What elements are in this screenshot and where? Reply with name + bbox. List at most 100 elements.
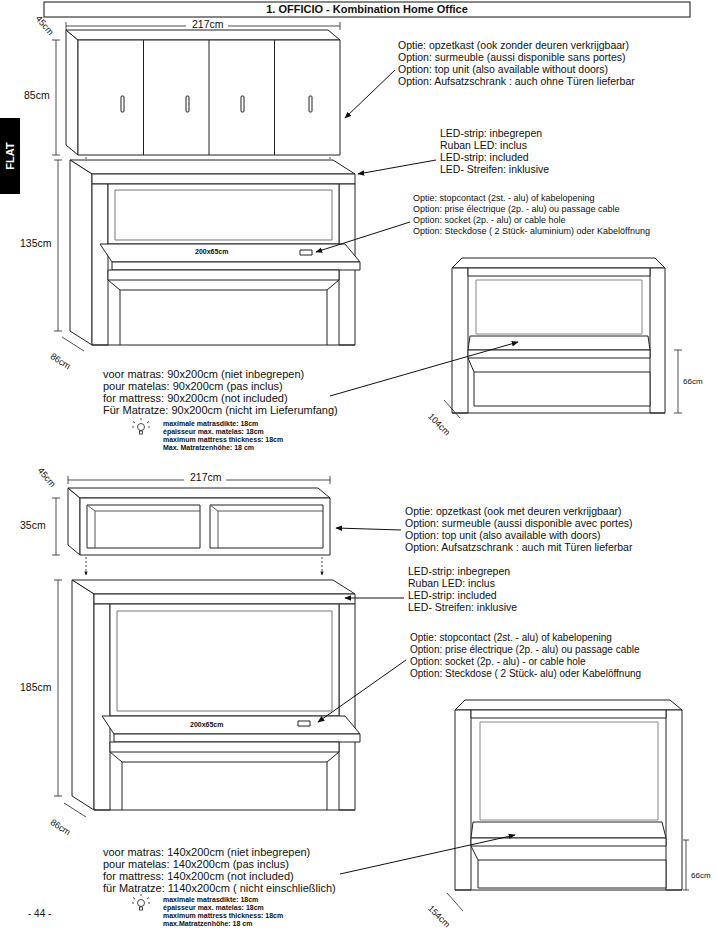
dimension-line xyxy=(330,476,331,484)
note-text: maximum mattress thickness: 18cm xyxy=(163,436,283,444)
dimension-line xyxy=(683,890,689,891)
lightbulb-icon xyxy=(132,894,150,910)
lightbulb-icon xyxy=(138,900,145,907)
top-unit-drawing xyxy=(209,40,210,155)
top-unit-drawing xyxy=(87,505,323,548)
bed-drawing xyxy=(468,358,474,372)
dimension-line xyxy=(52,155,60,156)
callout-text: pour matelas: 90x200cm (pas inclus) xyxy=(103,380,283,392)
desk-drawing xyxy=(298,721,310,726)
callout-text: Option: surmeuble (aussi disponible sans… xyxy=(398,52,626,64)
dimension-line xyxy=(54,160,62,161)
top-unit-drawing xyxy=(66,30,340,40)
top-unit-drawing xyxy=(80,498,330,555)
callout-text: Option: socket (2p. - alu) or cable hole xyxy=(413,216,566,226)
dimension-line xyxy=(674,350,682,351)
desk-drawing xyxy=(110,604,339,716)
bed-drawing xyxy=(452,413,665,414)
callout-text: LED- Streifen: inklusive xyxy=(440,164,549,176)
desk-drawing xyxy=(300,250,312,255)
desk-drawing xyxy=(114,734,360,742)
dimension-line xyxy=(54,580,62,581)
dimension-line xyxy=(447,840,689,911)
callout-text: LED-strip: included xyxy=(408,590,497,602)
bed-drawing xyxy=(455,700,682,710)
dimension-line xyxy=(62,337,84,351)
top-unit-drawing xyxy=(68,488,330,555)
dimension-line xyxy=(52,555,60,556)
desk-drawing xyxy=(108,280,339,345)
callout-text: Option: top unit (also available with do… xyxy=(405,530,601,542)
desk-drawing xyxy=(102,716,360,734)
note-text: épaisseur max. matelas: 18cm xyxy=(163,904,264,912)
dimension-line xyxy=(52,498,60,499)
lightbulb-icon xyxy=(132,903,134,904)
lightbulb-icon xyxy=(132,427,134,428)
dimension-line xyxy=(68,476,69,484)
bed-drawing xyxy=(471,822,666,838)
dimension-label: 86cm xyxy=(48,352,72,372)
callout-text: Option: prise électrique (2p. - alu) ou … xyxy=(413,205,620,215)
desk-drawing xyxy=(94,604,110,810)
callout-text: Option: surmeuble (aussi disponible avec… xyxy=(405,518,633,530)
callout-text: Optie: stopcontact (2st. - alu) of kabel… xyxy=(413,194,595,204)
lightbulb-icon xyxy=(148,903,150,904)
desk-drawing xyxy=(108,270,339,280)
dimension-label: 185cm xyxy=(20,682,52,694)
callout-text: voor matras: 90x200cm (niet inbegrepen) xyxy=(103,368,304,380)
desk-drawing xyxy=(72,580,94,810)
bed-drawing xyxy=(468,336,650,350)
dimension-line xyxy=(64,803,86,817)
desk-drawing xyxy=(115,190,332,240)
note-text: épaisseur max. matelas: 18cm xyxy=(163,428,264,436)
lightbulb-icon xyxy=(133,422,135,424)
dimension-line xyxy=(228,26,340,27)
dimension-line xyxy=(52,40,60,41)
dimension-line xyxy=(68,480,184,481)
leader-arrow xyxy=(318,528,515,874)
desk-drawing xyxy=(117,611,332,711)
leader-arrow xyxy=(330,342,518,396)
desk-drawing xyxy=(92,174,355,184)
bed-drawing xyxy=(471,838,666,846)
lightbulb-icon xyxy=(138,424,145,431)
callout-text: LED-strip: inbegrepen xyxy=(408,566,510,578)
callout-text: LED-strip: included xyxy=(440,152,529,164)
desk-drawing xyxy=(94,594,355,604)
bed-drawing xyxy=(452,258,665,413)
bed-drawing xyxy=(471,710,666,718)
dimension-line xyxy=(54,331,62,332)
dimension-line xyxy=(444,350,682,418)
page-title: 1. OFFICIO - Kombination Home Office xyxy=(44,2,690,17)
tab-label: FLAT xyxy=(4,142,16,169)
dimension-label: 217cm xyxy=(190,472,222,484)
desk-drawing xyxy=(108,184,339,244)
desk-drawing xyxy=(112,262,360,270)
bed-drawing xyxy=(480,722,658,820)
desk-drawing xyxy=(70,160,355,174)
callout-text: Optie: opzetkast (ook zonder deuren verk… xyxy=(398,40,629,52)
callout-text: for mattress: 140x200cm (not included) xyxy=(103,870,294,882)
top-unit-drawing xyxy=(186,96,189,112)
dimension-line xyxy=(56,498,57,555)
desk-drawing xyxy=(339,604,355,810)
top-unit-drawing xyxy=(274,40,275,155)
bed-drawing xyxy=(476,280,642,334)
bed-drawing xyxy=(452,268,468,413)
callout-text: Optie: stopcontact (2st. - alu) of kabel… xyxy=(410,632,612,643)
page-number: - 44 - xyxy=(28,908,51,919)
top-unit-drawing xyxy=(78,40,340,155)
callout-text: voor matras: 140x200cm (niet inbegrepen) xyxy=(103,846,310,858)
callout-text: Ruban LED: inclus xyxy=(440,140,527,152)
dimension-label: 35cm xyxy=(20,520,46,532)
dimension-label: 45cm xyxy=(33,14,55,37)
dimension-label: 154cm xyxy=(425,904,451,930)
callout-text: LED-strip: inbegrepen xyxy=(440,128,542,140)
desk-drawing xyxy=(110,742,339,752)
lightbulb-icon xyxy=(133,898,135,900)
dimension-label: 135cm xyxy=(20,238,52,250)
top-unit-drawing xyxy=(66,30,78,155)
top-unit-drawing xyxy=(241,96,244,112)
bed-drawing xyxy=(455,700,682,890)
bed-drawing xyxy=(468,268,650,276)
